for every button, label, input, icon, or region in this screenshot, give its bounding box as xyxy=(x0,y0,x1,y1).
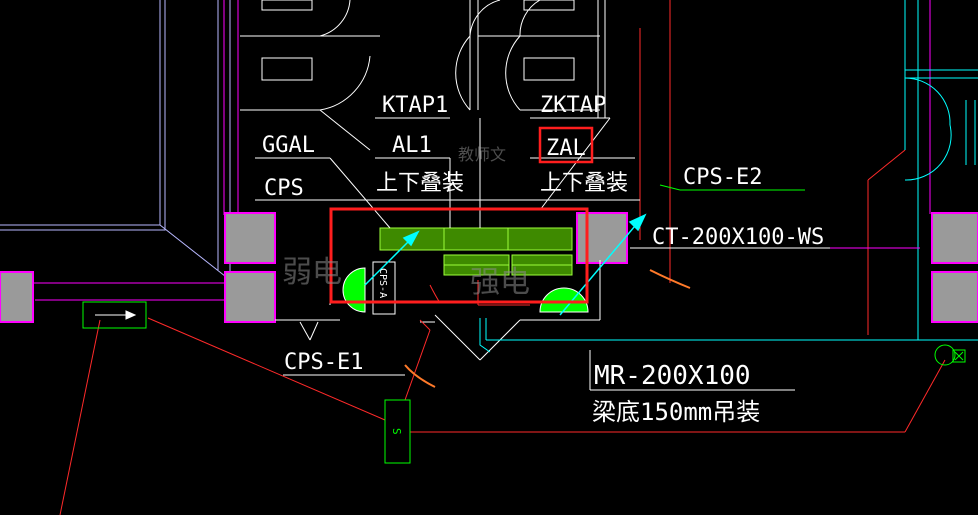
highlight-box-room xyxy=(329,207,589,304)
label-zktap: ZKTAP xyxy=(540,93,606,118)
highlight-box-zal xyxy=(538,126,594,164)
label-weak-room: 弱电 xyxy=(282,255,342,290)
label-stack-left: 上下叠装 xyxy=(376,171,464,196)
label-mount-note: 梁底150mm吊装 xyxy=(592,398,760,426)
label-al1: AL1 xyxy=(392,133,432,158)
label-leader-lines xyxy=(255,117,830,391)
green-leader-lines xyxy=(659,184,805,191)
label-zal: ZAL xyxy=(546,136,586,161)
magenta-wall-lines xyxy=(0,0,931,301)
label-socket-s: S xyxy=(390,428,403,435)
gray-columns xyxy=(0,212,978,323)
socket-symbol xyxy=(934,344,966,366)
label-cps-e1: CPS-E1 xyxy=(284,350,363,375)
label-ggal: GGAL xyxy=(262,133,315,158)
label-mr-tray: MR-200X100 xyxy=(594,361,751,391)
toilet-stalls xyxy=(240,0,606,151)
left-building-outline xyxy=(0,0,231,282)
label-cps: CPS xyxy=(264,176,304,201)
label-strong-room: 强电 xyxy=(470,265,530,300)
cyan-arrows xyxy=(364,213,647,316)
label-stack-right: 上下叠装 xyxy=(540,171,628,196)
label-cps-e2: CPS-E2 xyxy=(683,165,762,190)
red-wiring xyxy=(59,269,946,515)
green-boxes xyxy=(82,301,411,464)
label-cps-a: CPS-A xyxy=(377,268,388,298)
label-ktap1: KTAP1 xyxy=(382,93,448,118)
label-ct-tray: CT-200X100-WS xyxy=(652,225,824,250)
watermark-text: 教师文 xyxy=(458,145,506,164)
room-walls xyxy=(275,199,978,361)
